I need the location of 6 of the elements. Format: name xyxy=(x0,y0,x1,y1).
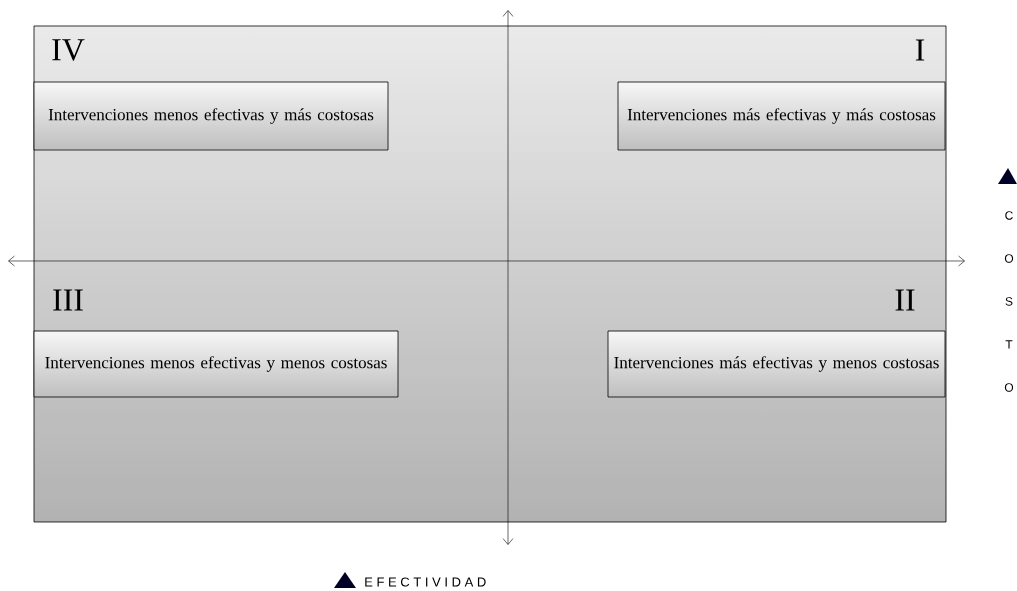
axis-title: E F E C T I V I D A D xyxy=(365,577,486,587)
axis-title: C O S T O xyxy=(1004,211,1014,392)
text-box: Intervenciones menos efectivas y más costosas xyxy=(33,81,389,151)
text-box: Intervenciones más efectivas y más costosas xyxy=(617,81,946,151)
text-box: Intervenciones menos efectivas y menos costosas xyxy=(33,330,399,398)
text-box: Intervenciones más efectivas y menos costosas xyxy=(607,330,946,398)
